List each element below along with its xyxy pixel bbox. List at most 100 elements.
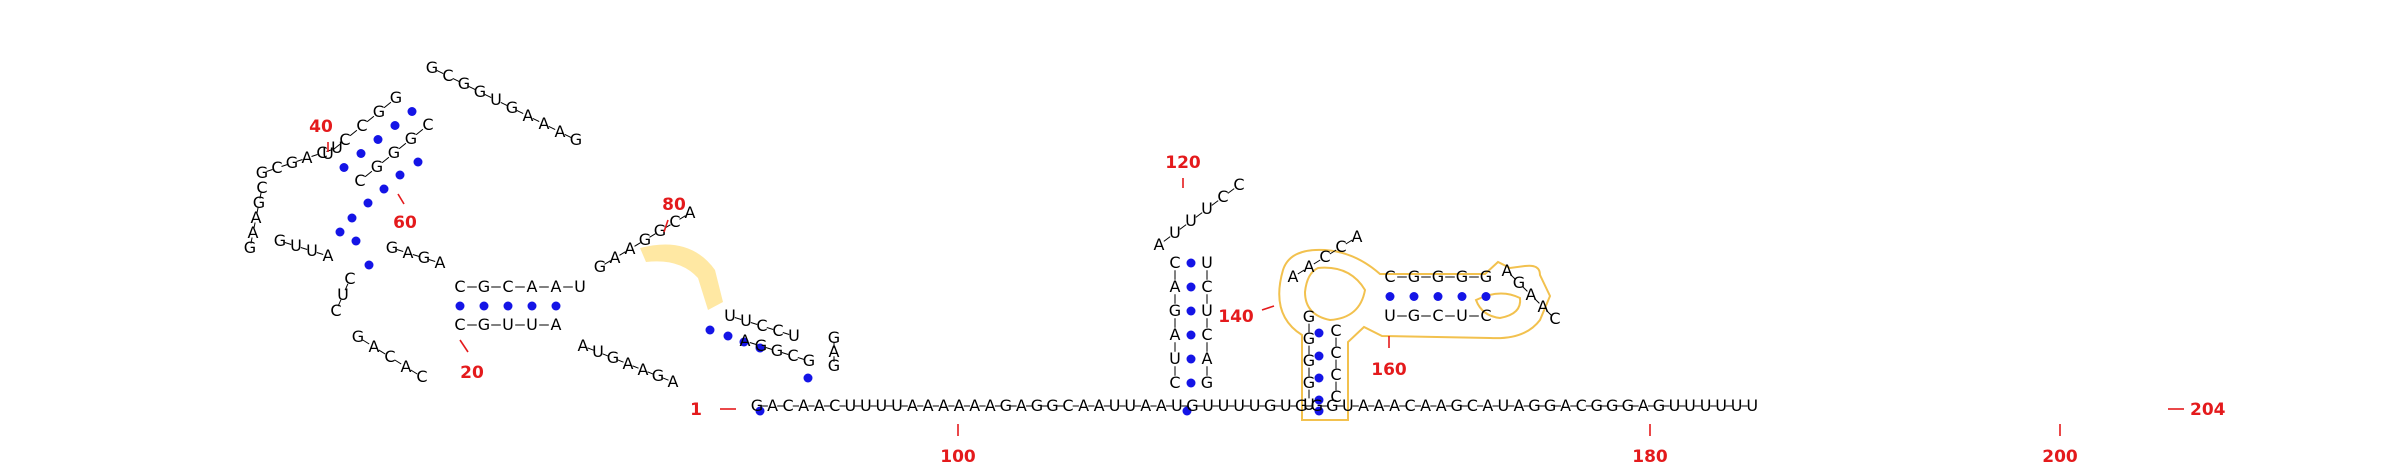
- backbone-bond: [337, 299, 342, 307]
- backbone-bond: [410, 369, 418, 375]
- backbone-bond: [619, 251, 626, 256]
- nucleotide: A: [969, 396, 980, 415]
- nucleotide: U: [1233, 396, 1245, 415]
- backbone-bond: [617, 359, 624, 363]
- nucleotide: G: [771, 341, 783, 360]
- nucleotide: U: [844, 396, 856, 415]
- backbone-bond: [634, 242, 641, 247]
- nucleotide: C: [1330, 343, 1341, 362]
- backbone-bond: [649, 233, 656, 238]
- base-pair-dot: [755, 343, 765, 353]
- backbone-bond: [1534, 298, 1540, 304]
- nucleotide: C: [829, 396, 840, 415]
- nucleotide: A: [1502, 261, 1513, 280]
- nucleotide: G: [1326, 396, 1338, 415]
- position-label: 100: [940, 447, 976, 465]
- nucleotide: G: [286, 153, 298, 172]
- backbone-bond: [1195, 212, 1203, 218]
- backbone-bond: [587, 347, 594, 351]
- backbone-bond: [766, 327, 774, 330]
- nucleotide: A: [1560, 396, 1571, 415]
- nucleotide: C: [1335, 237, 1346, 256]
- backbone-bond: [396, 249, 404, 252]
- backbone-bond: [300, 247, 308, 250]
- backbone-bond: [1211, 200, 1219, 206]
- nucleotide: A: [578, 336, 589, 355]
- nucleotide: C: [1233, 175, 1244, 194]
- highlight-140-inner: [1303, 266, 1367, 322]
- base-pair-dot: [503, 301, 513, 311]
- nucleotide: G: [352, 327, 364, 346]
- base-pair-dot: [1433, 292, 1443, 301]
- position-label: 200: [2042, 447, 2078, 465]
- backbone-bond: [259, 192, 262, 199]
- nucleotide: C: [442, 66, 453, 85]
- nucleotide: G: [478, 277, 490, 296]
- backbone-layer: [250, 69, 1748, 407]
- nucleotide: U: [1171, 396, 1183, 415]
- nucleotide: G: [654, 221, 666, 240]
- nucleotide: G: [751, 396, 763, 415]
- backbone-bond: [311, 154, 318, 157]
- nucleotide: C: [1330, 365, 1341, 384]
- backbone-bond: [632, 365, 639, 369]
- nucleotide: A: [740, 331, 751, 350]
- nucleotide: A: [401, 357, 412, 376]
- nucleotide: G: [1303, 351, 1315, 370]
- nucleotide: A: [1352, 227, 1363, 246]
- nucleotide: G: [244, 238, 256, 257]
- base-pair-dot: [407, 107, 417, 116]
- nucleotide: G: [371, 157, 383, 176]
- nucleotide: A: [829, 342, 840, 361]
- nucleotide: U: [1384, 306, 1396, 325]
- base-pair-dot: [1314, 373, 1324, 383]
- nucleotide: A: [610, 248, 621, 267]
- nucleotide: G: [1046, 396, 1058, 415]
- nucleotide: G: [1544, 396, 1556, 415]
- nucleotide: A: [1358, 396, 1369, 415]
- nucleotide: A: [1170, 325, 1181, 344]
- nucleotide: G: [1186, 396, 1198, 415]
- backbone-bond: [398, 142, 407, 150]
- backbone-bond: [378, 349, 386, 355]
- backbone-bond: [647, 371, 654, 375]
- nucleotide: U: [574, 277, 586, 296]
- nucleotide: U: [1342, 396, 1354, 415]
- nucleotide: G: [1031, 396, 1043, 415]
- nucleotide: U: [306, 241, 318, 260]
- nucleotide: U: [724, 306, 736, 325]
- nucleotide: U: [1185, 211, 1197, 230]
- base-pair-dot: [364, 260, 374, 270]
- backbone-bond: [381, 156, 390, 164]
- position-label: 180: [1632, 447, 1668, 465]
- backbone-bond: [284, 242, 292, 245]
- backbone-bond: [412, 254, 420, 257]
- nucleotide: A: [985, 396, 996, 415]
- nucleotide: G: [253, 193, 265, 212]
- nucleotide: G: [1622, 396, 1634, 415]
- nucleotide: G: [1513, 273, 1525, 292]
- nucleotide: C: [330, 301, 341, 320]
- highlight-layer: [640, 244, 1552, 421]
- nucleotide: C: [669, 212, 680, 231]
- backbone-bond: [500, 101, 508, 107]
- base-pair-dot: [356, 149, 366, 158]
- nucleotide: A: [623, 354, 634, 373]
- nucleotide: A: [1538, 297, 1549, 316]
- base-pair-dot: [1186, 354, 1196, 364]
- base-pair-dot: [363, 198, 373, 208]
- backbone-bond: [415, 128, 424, 136]
- nucleotide: C: [1319, 247, 1330, 266]
- nucleotide: U: [1202, 396, 1214, 415]
- nucleotide: A: [1170, 277, 1181, 296]
- base-pair-dot: [1182, 406, 1192, 416]
- nucleotide: G: [594, 257, 606, 276]
- nucleotide: G: [828, 356, 840, 375]
- backbone-bond: [516, 109, 524, 115]
- nucleotide: U: [1715, 396, 1727, 415]
- nucleotide: A: [1513, 396, 1524, 415]
- base-pair-dot: [390, 121, 400, 130]
- nucleotide: C: [1169, 253, 1180, 272]
